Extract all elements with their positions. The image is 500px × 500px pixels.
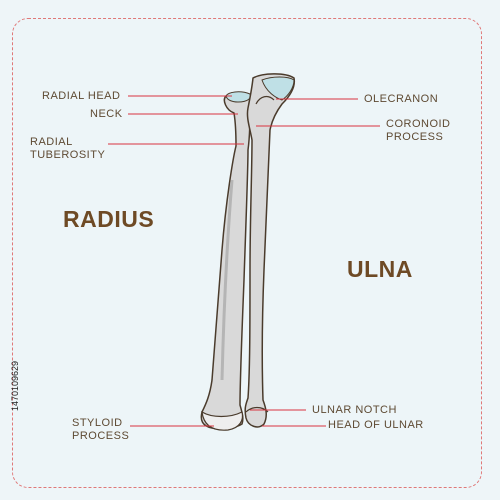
side-credit-number: 1470109629 [10,360,20,412]
label-radial-head: RADIAL HEAD [42,90,121,102]
label-neck: NECK [90,108,123,120]
label-olecranon: OLECRANON [364,93,439,105]
label-styloid-line2: PROCESS [72,430,130,442]
title-radius: RADIUS [63,206,155,232]
ulna-bone [244,73,296,428]
radius-bone [200,91,255,431]
label-ulnar-notch: ULNAR NOTCH [312,404,397,416]
label-radial-tuberosity-line1: RADIAL [30,136,73,148]
title-ulna: ULNA [347,256,413,282]
leader-lines [108,95,380,427]
label-coronoid-line1: CORONOID [386,118,451,130]
label-head-of-ulnar: HEAD OF ULNAR [328,419,424,431]
label-radial-tuberosity-line2: TUBEROSITY [30,149,106,161]
label-styloid-line1: STYLOID [72,417,123,429]
label-coronoid-line2: PROCESS [386,131,444,143]
